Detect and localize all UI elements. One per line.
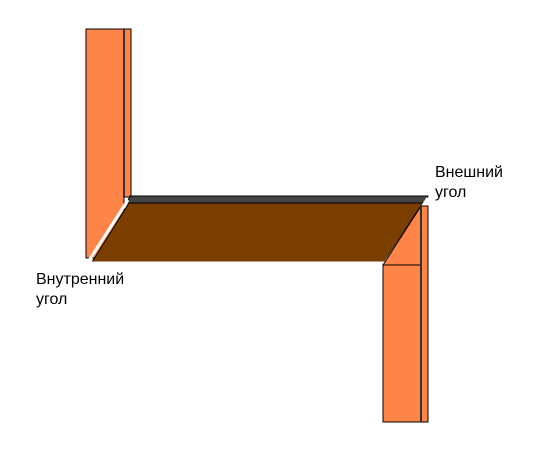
left-wall-panel <box>85 28 132 259</box>
outer-corner-label-line2: угол <box>435 184 467 201</box>
right-wall-face <box>382 264 422 423</box>
inner-corner-label-line1: Внутренний <box>36 271 125 288</box>
shelf-back-edge <box>126 195 429 204</box>
shelf-inner-gap <box>86 199 130 263</box>
right-wall-panel <box>382 204 429 423</box>
inner-corner-label: Внутренний угол <box>36 270 124 310</box>
left-wall-edge <box>123 28 132 198</box>
shelf-top-face <box>91 197 427 263</box>
outer-corner-label: Внешний угол <box>435 163 503 203</box>
right-wall-edge <box>420 205 429 423</box>
outer-corner-label-line1: Внешний <box>435 164 503 181</box>
shelf <box>86 195 430 265</box>
left-wall-face <box>85 28 125 259</box>
inner-corner-label-line2: угол <box>36 291 68 308</box>
